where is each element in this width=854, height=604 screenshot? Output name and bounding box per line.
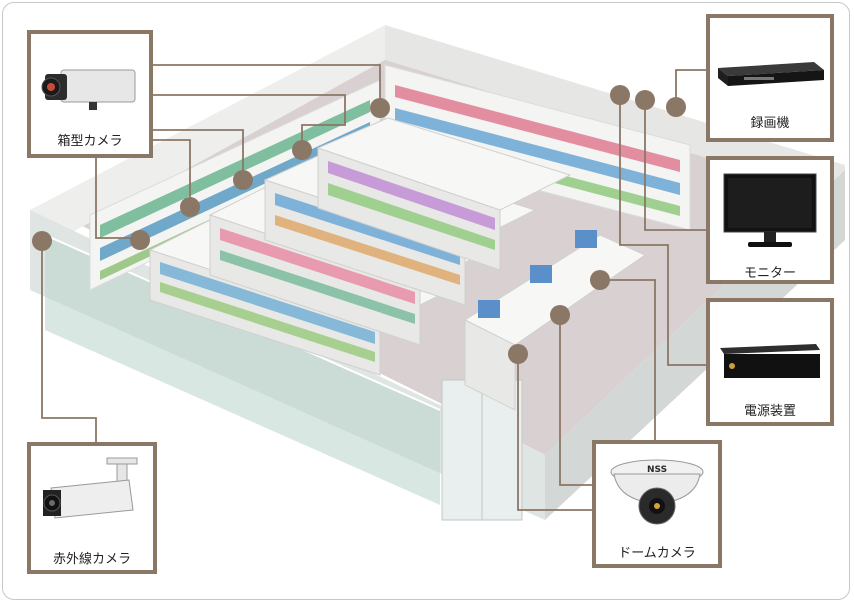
- recorder-callout: 録画機: [706, 14, 834, 142]
- camera-marker: [32, 231, 52, 251]
- left-back-wall: [30, 25, 385, 250]
- recorder-icon: [718, 62, 824, 86]
- camera-marker: [292, 140, 312, 160]
- checkout-counter: [463, 230, 647, 411]
- camera-marker: [130, 230, 150, 250]
- brand-text: NSS: [647, 465, 667, 475]
- dome-camera-callout: NSS ドームカメラ: [592, 440, 722, 568]
- ir-camera-callout: 赤外線カメラ: [27, 442, 157, 574]
- box-camera-label: 箱型カメラ: [57, 134, 123, 149]
- register-screen: [530, 265, 552, 283]
- camera-marker: [508, 344, 528, 364]
- connector-lines: [41, 64, 706, 511]
- ir-camera-label: 赤外線カメラ: [52, 552, 131, 567]
- dome-camera-label: ドームカメラ: [618, 546, 696, 561]
- bullet-camera-icon: [43, 457, 138, 519]
- register-screen: [478, 300, 500, 318]
- camera-markers: [32, 85, 686, 364]
- register-screen: [575, 230, 597, 248]
- camera-marker: [610, 85, 630, 105]
- box-camera-icon: [41, 69, 136, 110]
- monitor-label: モニター: [743, 266, 796, 281]
- box-camera-callout: 箱型カメラ: [27, 30, 153, 158]
- glass-front: [45, 235, 440, 505]
- power-unit-callout: 電源装置: [706, 298, 834, 426]
- camera-marker: [590, 270, 610, 290]
- island-shelves: [148, 117, 572, 376]
- power-unit-label: 電源装置: [743, 404, 796, 419]
- monitor-icon: [723, 173, 817, 247]
- camera-marker: [180, 197, 200, 217]
- camera-marker: [233, 170, 253, 190]
- dome-camera-icon: NSS: [610, 459, 704, 525]
- camera-marker: [666, 97, 686, 117]
- camera-marker: [550, 305, 570, 325]
- recorder-label: 録画機: [750, 116, 790, 131]
- camera-marker: [370, 98, 390, 118]
- power-supply-icon: [720, 344, 820, 378]
- camera-marker: [635, 90, 655, 110]
- monitor-callout: モニター: [706, 156, 834, 284]
